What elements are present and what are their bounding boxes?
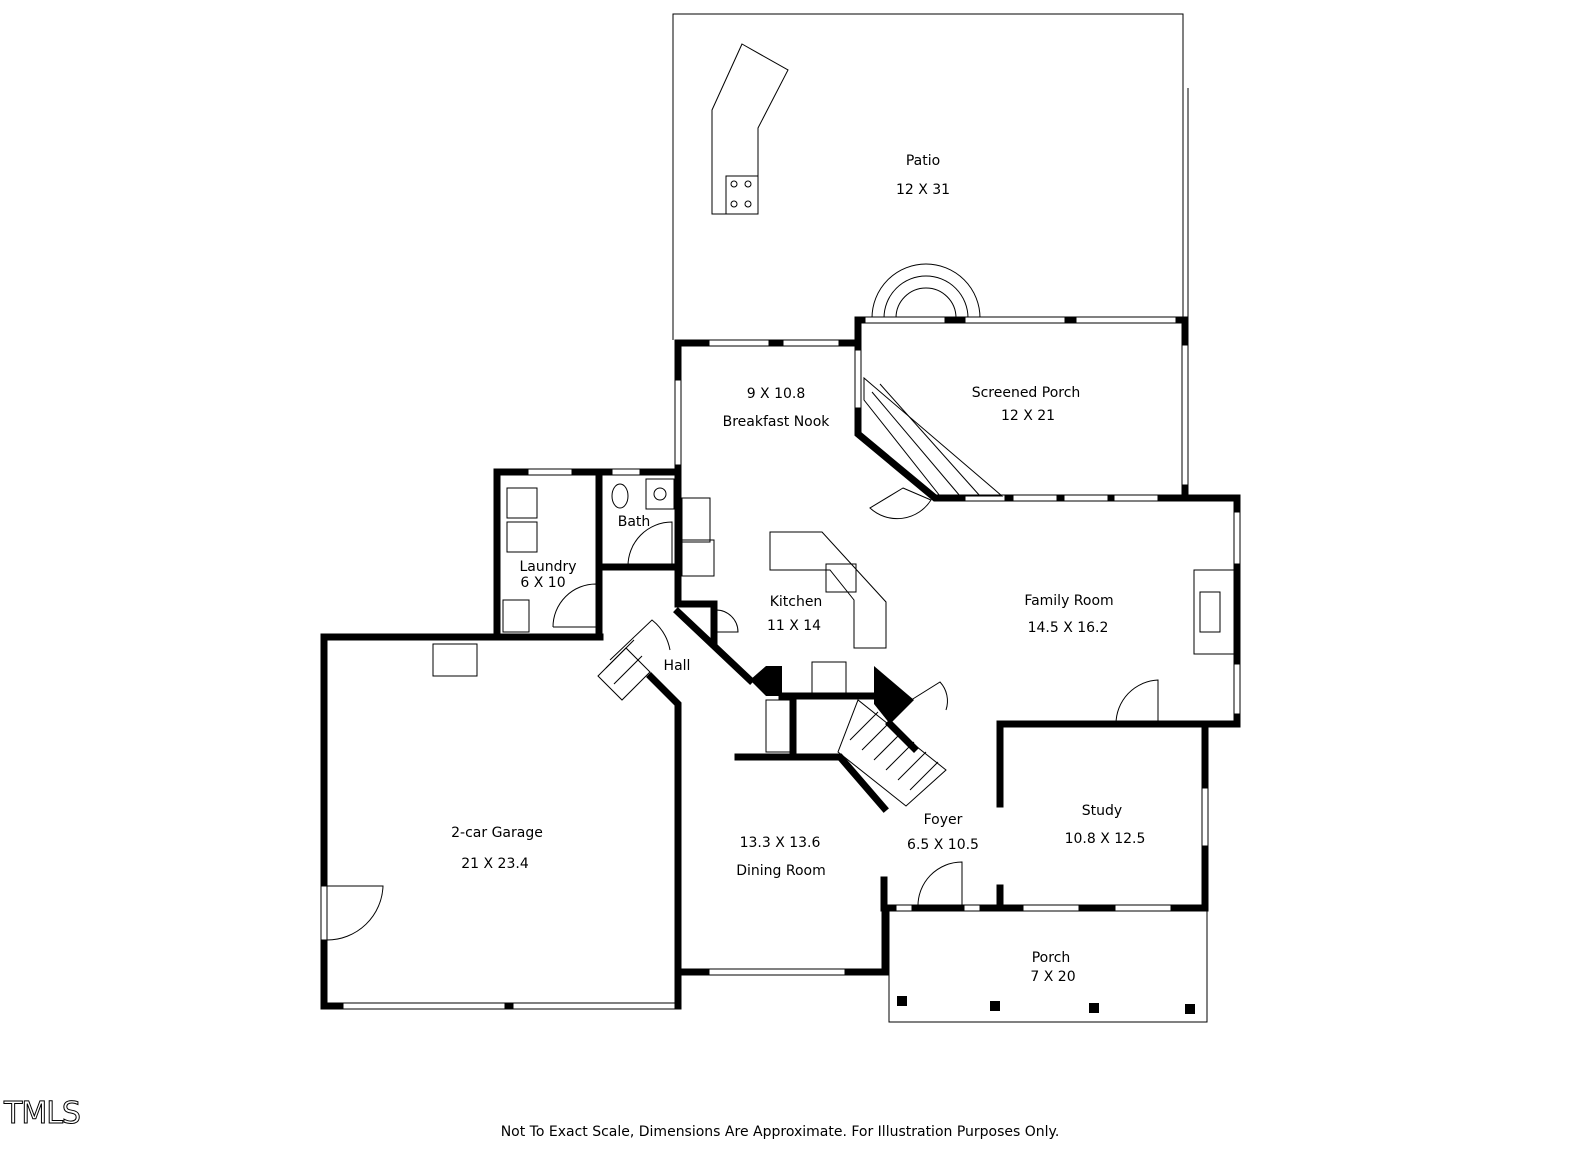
dryer-icon (506, 521, 538, 553)
study-dims: 10.8 X 12.5 (1065, 831, 1146, 847)
porch-post (1185, 1004, 1195, 1014)
garage-dims: 21 X 23.4 (461, 856, 529, 872)
toilet-icon (611, 483, 629, 509)
hall-label: Hall (664, 658, 691, 674)
kitchen-island-icon (769, 531, 887, 649)
windows (320, 316, 1241, 1010)
kitchen-dims: 11 X 14 (767, 618, 821, 634)
screened-porch-label: Screened Porch (972, 385, 1081, 401)
fixtures (502, 478, 1237, 697)
fireplace-icon (1193, 569, 1237, 655)
doors (326, 487, 1159, 941)
porch-post (990, 1001, 1000, 1011)
dining-room-dims: 13.3 X 13.6 (740, 835, 821, 851)
patio-dims: 12 X 31 (896, 182, 950, 198)
porch-post (897, 996, 907, 1006)
family-room-label: Family Room (1024, 593, 1113, 609)
washer-icon (506, 487, 538, 519)
porch-post (1089, 1003, 1099, 1013)
stove-icon (681, 539, 715, 577)
laundry-dims: 6 X 10 (520, 575, 565, 591)
pantry-icon (811, 661, 847, 697)
garage-label: 2-car Garage (451, 825, 543, 841)
bath-label: Bath (618, 514, 651, 530)
stairs (597, 376, 1004, 807)
porch-area (888, 908, 1208, 1023)
family-room-dims: 14.5 X 16.2 (1028, 620, 1109, 636)
porch-label: Porch (1032, 950, 1071, 966)
breakfast-nook-dims: 9 X 10.8 (747, 386, 806, 402)
counter-icon (681, 497, 711, 543)
foyer-dims: 6.5 X 10.5 (907, 837, 979, 853)
disclaimer-text: Not To Exact Scale, Dimensions Are Appro… (500, 1124, 1060, 1140)
porch-dims: 7 X 20 (1030, 969, 1075, 985)
study-label: Study (1082, 803, 1122, 819)
screened-porch-dims: 12 X 21 (1001, 408, 1055, 424)
bath-sink-icon (645, 478, 675, 510)
kitchen-label: Kitchen (770, 594, 823, 610)
dining-room-label: Dining Room (736, 863, 826, 879)
breakfast-nook-label: Breakfast Nook (723, 414, 831, 430)
laundry-label: Laundry (519, 559, 576, 575)
patio-area (672, 13, 1189, 340)
kitchen-sink-icon (825, 563, 857, 593)
patio-label: Patio (906, 153, 940, 169)
mls-logo: TMLS (4, 1096, 82, 1132)
foyer-label: Foyer (924, 812, 963, 828)
room-labels: Patio 12 X 31 Screened Porch 12 X 21 9 X… (451, 153, 1145, 985)
utility-sink-icon (502, 599, 530, 633)
